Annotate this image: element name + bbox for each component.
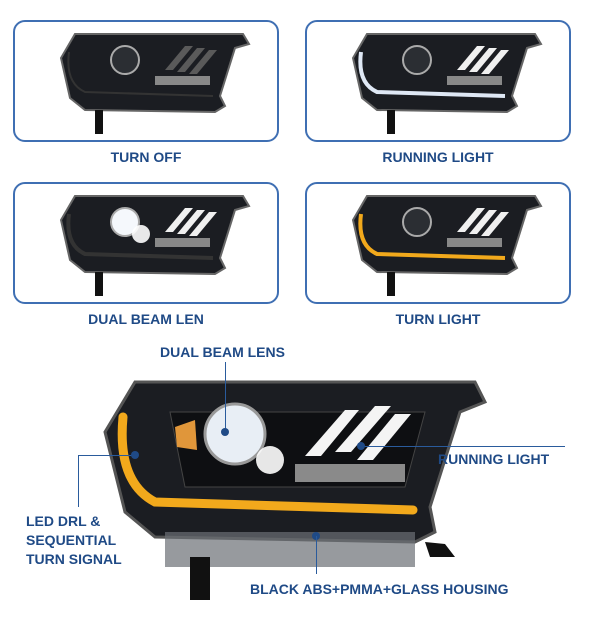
headlight-thumbnail [351,195,543,296]
callout-drl-line3: TURN SIGNAL [26,551,122,567]
headlight-thumbnail [59,33,251,134]
headlight-thumbnail [351,33,543,134]
callout-drl: LED DRL & SEQUENTIAL TURN SIGNAL [26,512,122,569]
mode-box-beam [13,182,279,304]
callout-line-drl-h [78,455,134,456]
callout-line-housing [316,536,317,574]
callout-running-light: RUNNING LIGHT [438,451,550,467]
mode-box-off [13,20,279,142]
callout-dot-lens [221,428,229,436]
mode-label-running: RUNNING LIGHT [382,149,494,165]
mode-label-off: TURN OFF [110,149,182,165]
callout-line-lens [225,362,226,432]
mode-box-running [305,20,571,142]
mode-label-beam: DUAL BEAM LEN [88,311,204,327]
headlight-thumbnail [59,195,251,296]
callout-line-running [360,446,565,447]
callout-dot-drl [131,451,139,459]
callout-line-drl-v [78,455,79,507]
callout-drl-line1: LED DRL & [26,513,101,529]
headlight-main-image [103,380,488,600]
callout-dot-running [357,442,365,450]
mode-box-turn [305,182,571,304]
callout-drl-line2: SEQUENTIAL [26,532,117,548]
callout-dual-beam-lens: DUAL BEAM LENS [160,344,285,360]
projector-lens [203,402,267,466]
callout-housing: BLACK ABS+PMMA+GLASS HOUSING [250,581,509,597]
mode-label-turn: TURN LIGHT [395,311,481,327]
